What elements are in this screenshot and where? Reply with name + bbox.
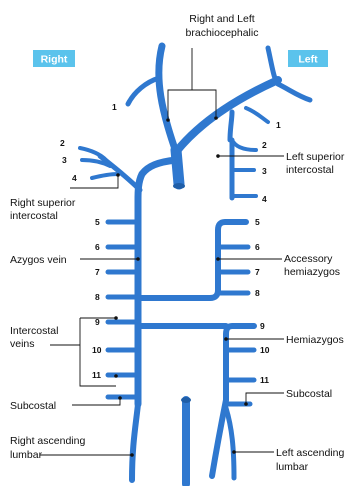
brachiocephalic-bracket (168, 90, 216, 118)
leader-dot (232, 450, 236, 454)
left-number-7: 7 (255, 267, 260, 277)
right-number-4: 4 (72, 173, 77, 183)
left-ascending-lumbar-label-line1: Left ascending (276, 447, 344, 459)
leader-dot (216, 257, 220, 261)
leader-dot (166, 118, 170, 122)
rib-numbers-left: 1 2 3 4 5 6 7 8 9 10 11 (255, 120, 281, 385)
right-ascending-lumbar-label-line1: Right ascending (10, 435, 85, 447)
left-number-3: 3 (262, 166, 267, 176)
right-number-9: 9 (95, 317, 100, 327)
left-superior-intercostal-label-line2: intercostal (286, 164, 334, 176)
left-superior-intercostal-label-line1: Left superior (286, 151, 345, 163)
left-number-11: 11 (260, 375, 269, 385)
right-superior-intercostal-label-line1: Right superior (10, 197, 76, 209)
brachiocephalic-label-line2: brachiocephalic (186, 27, 259, 39)
leader-dot (216, 154, 220, 158)
subcostal-left-label: Subcostal (286, 388, 332, 400)
right-number-1: 1 (112, 102, 117, 112)
right-ascending-lumbar-label-line2: lumbar (10, 449, 43, 461)
left-superior-intercostal-trunk (230, 112, 232, 140)
right-badge-text: Right (41, 54, 68, 66)
right-number-8: 8 (95, 292, 100, 302)
right-number-2: 2 (60, 138, 65, 148)
hemiazygos-vein (226, 326, 254, 400)
right-number-11: 11 (92, 370, 101, 380)
intercostal-veins-label-line1: Intercostal (10, 325, 58, 337)
right-ascending-lumbar-vein (132, 404, 138, 480)
left-vein-1 (246, 108, 268, 122)
left-badge-text: Left (298, 54, 318, 66)
left-number-9: 9 (260, 321, 265, 331)
accessory-hemiazygos-vein (138, 222, 246, 298)
right-posterior-intercostal-4 (92, 174, 118, 178)
right-number-3: 3 (62, 155, 67, 165)
left-superior-intercostal-leader (218, 156, 284, 158)
leader-dot (114, 316, 118, 320)
leader-dot (244, 402, 248, 406)
hemiazygos-label: Hemiazygos (286, 334, 344, 346)
superior-vena-cava (176, 150, 179, 184)
subcostal-right-label: Subcostal (10, 400, 56, 412)
rib-numbers-right: 1 2 3 4 5 6 7 8 9 10 11 (60, 102, 117, 380)
left-number-6: 6 (255, 242, 260, 252)
leader-dot (214, 116, 218, 120)
right-number-7: 7 (95, 267, 100, 277)
leader-dot (114, 374, 118, 378)
brachiocephalic-label-line1: Right and Left (189, 13, 254, 25)
right-number-5: 5 (95, 217, 100, 227)
accessory-hemiazygos-label-line1: Accessory (284, 253, 333, 265)
left-ascending-lumbar-branch (226, 408, 234, 478)
left-ascending-lumbar-vein (212, 400, 226, 476)
left-number-5: 5 (255, 217, 260, 227)
right-brachiocephalic-tributary (128, 78, 159, 104)
right-number-6: 6 (95, 242, 100, 252)
leader-dot (136, 257, 140, 261)
azygos-vein-label: Azygos vein (10, 254, 67, 266)
left-jugular-tributary (268, 48, 278, 84)
left-number-8: 8 (255, 288, 260, 298)
left-number-2: 2 (262, 140, 267, 150)
left-subclavian-tributary (278, 84, 310, 100)
accessory-hemiazygos-label-line2: hemiazygos (284, 266, 340, 278)
left-posterior-intercostal-2 (232, 140, 256, 150)
ivc-opening (181, 397, 191, 403)
intercostal-veins-label-line2: veins (10, 338, 35, 350)
left-number-4: 4 (262, 194, 267, 204)
right-brachiocephalic-vein (159, 46, 176, 152)
svc-opening (173, 183, 185, 189)
right-superior-intercostal-label-line2: intercostal (10, 210, 58, 222)
leader-dot (130, 453, 134, 457)
leader-dot (116, 173, 120, 177)
left-number-10: 10 (260, 345, 270, 355)
azygos-arch (138, 160, 176, 200)
labels: Right and Left brachiocephalic Right sup… (10, 13, 345, 473)
leader-dot (118, 396, 122, 400)
leader-dot (224, 337, 228, 341)
left-ascending-lumbar-label-line2: lumbar (276, 461, 309, 473)
left-number-1: 1 (276, 120, 281, 130)
right-number-10: 10 (92, 345, 102, 355)
